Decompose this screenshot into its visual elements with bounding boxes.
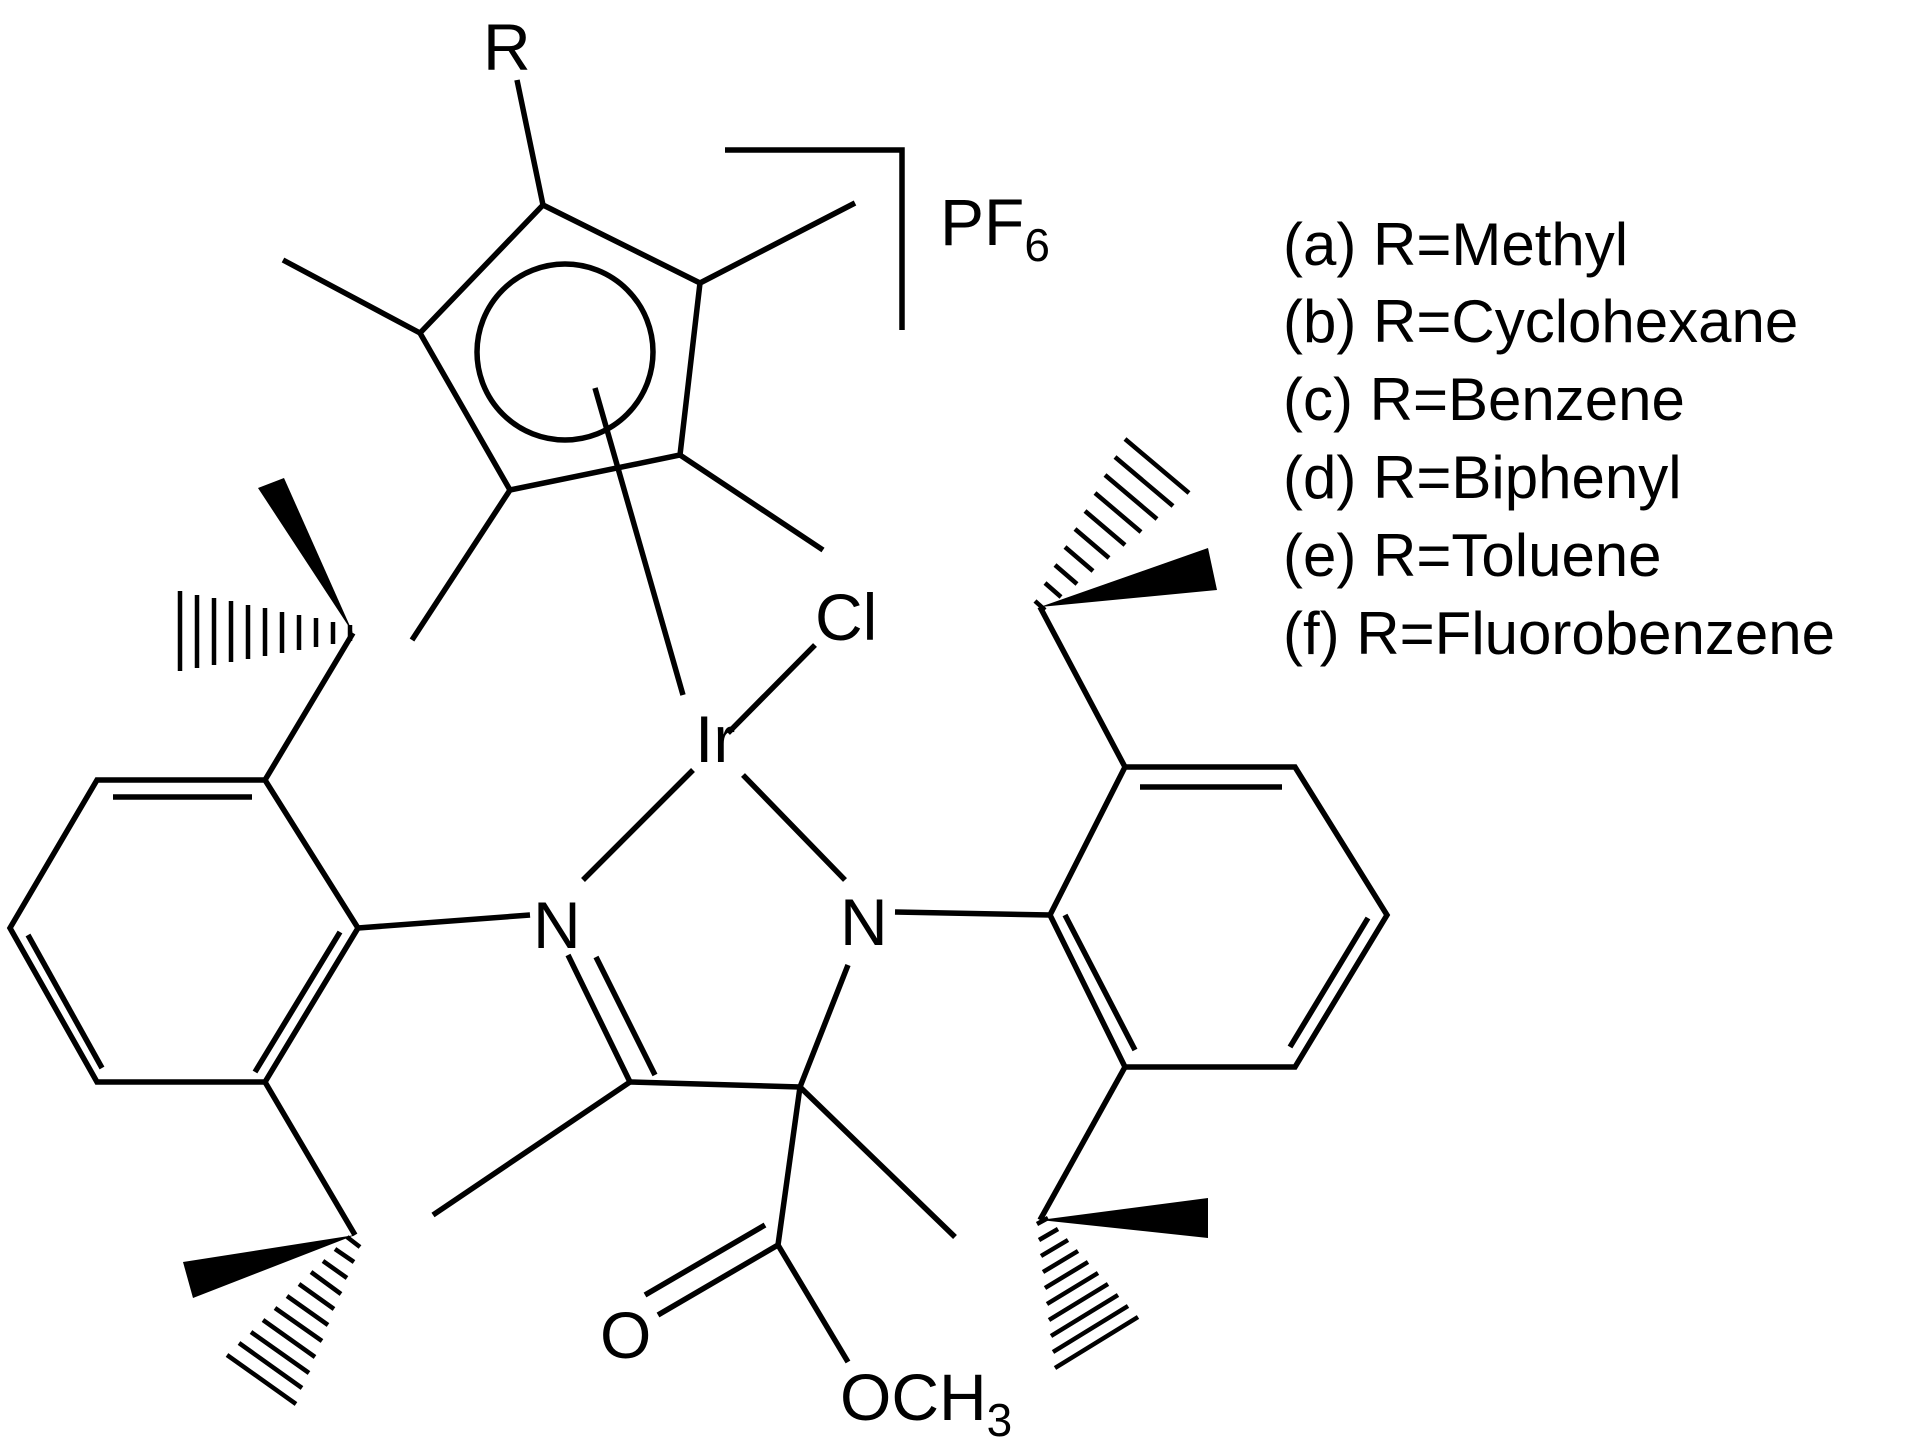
n-aryl-bond <box>894 909 1051 918</box>
hash-bond <box>225 1235 362 1406</box>
ester-label: OCH3 <box>840 1360 1012 1446</box>
methyl-bond <box>798 1085 957 1239</box>
cp-methyl-bond <box>409 488 513 642</box>
cp-ring-bonds <box>416 202 703 494</box>
hash-bond <box>177 591 353 671</box>
legend-item: (a) R=Methyl <box>1283 211 1628 278</box>
wedge-bond <box>1040 548 1217 607</box>
legend-item: (e) R=Toluene <box>1283 522 1662 589</box>
c-o-double <box>643 1222 767 1298</box>
backbone <box>431 953 957 1364</box>
c-o-double <box>656 1242 780 1318</box>
amine-bond <box>797 963 851 1089</box>
ir-cl-bond <box>726 643 817 735</box>
imine-double <box>593 955 658 1077</box>
r-label: R <box>483 10 531 84</box>
legend-item: (c) R=Benzene <box>1283 366 1685 433</box>
aryl-n-bond <box>357 912 531 931</box>
isopropyl-bond <box>262 1080 358 1237</box>
cc-bond <box>629 1079 801 1090</box>
wedge-bond <box>258 478 353 633</box>
ir-cp-bond <box>592 387 686 696</box>
cp-methyl-bond <box>281 257 422 336</box>
isopropyl-bond <box>1037 1065 1128 1222</box>
right-ring-bonds <box>1047 764 1391 1070</box>
left-ring-bonds <box>6 777 362 1085</box>
isopropyl-bond <box>262 631 356 782</box>
right-aryl <box>894 437 1391 1370</box>
isopropyl-bond <box>1037 605 1128 769</box>
double-bond-inner <box>252 930 343 1074</box>
hash-bond <box>1033 437 1191 612</box>
imine-bond <box>565 953 633 1084</box>
wedge-bond <box>183 1235 355 1298</box>
counterion-label: PF6 <box>940 185 1050 271</box>
n-amide-label: N <box>840 885 888 959</box>
legend: (a) R=Methyl (b) R=Cyclohexane (c) R=Ben… <box>1283 211 1835 667</box>
carbonyl-o-label: O <box>600 1298 651 1372</box>
hash-bond <box>1035 1216 1140 1370</box>
iridium-label: Ir <box>695 702 735 776</box>
legend-item: (f) R=Fluorobenzene <box>1283 600 1835 667</box>
wedge-bond <box>1040 1198 1208 1238</box>
c-o-single <box>775 1243 851 1364</box>
counterion-bracket <box>725 147 905 330</box>
chloride-label: Cl <box>815 580 877 654</box>
methyl-bond <box>431 1079 632 1218</box>
left-aryl <box>6 478 531 1406</box>
double-bond-inner <box>1062 913 1138 1052</box>
r-bond <box>514 79 546 206</box>
cp-methyl-bond <box>678 452 825 553</box>
legend-item: (d) R=Biphenyl <box>1283 444 1682 511</box>
ir-n-bond <box>581 768 695 882</box>
carbonyl-bond <box>775 1086 803 1246</box>
double-bond-inner <box>1287 916 1371 1049</box>
legend-item: (b) R=Cyclohexane <box>1283 288 1798 355</box>
ir-n-bond <box>741 773 847 882</box>
cp-methyl-bond <box>698 200 857 286</box>
double-bond-inner <box>25 933 105 1070</box>
cp-ring <box>281 79 857 642</box>
aromatic-circle <box>474 261 656 443</box>
iridium-bonds <box>581 387 847 882</box>
n-imine-label: N <box>533 888 581 962</box>
